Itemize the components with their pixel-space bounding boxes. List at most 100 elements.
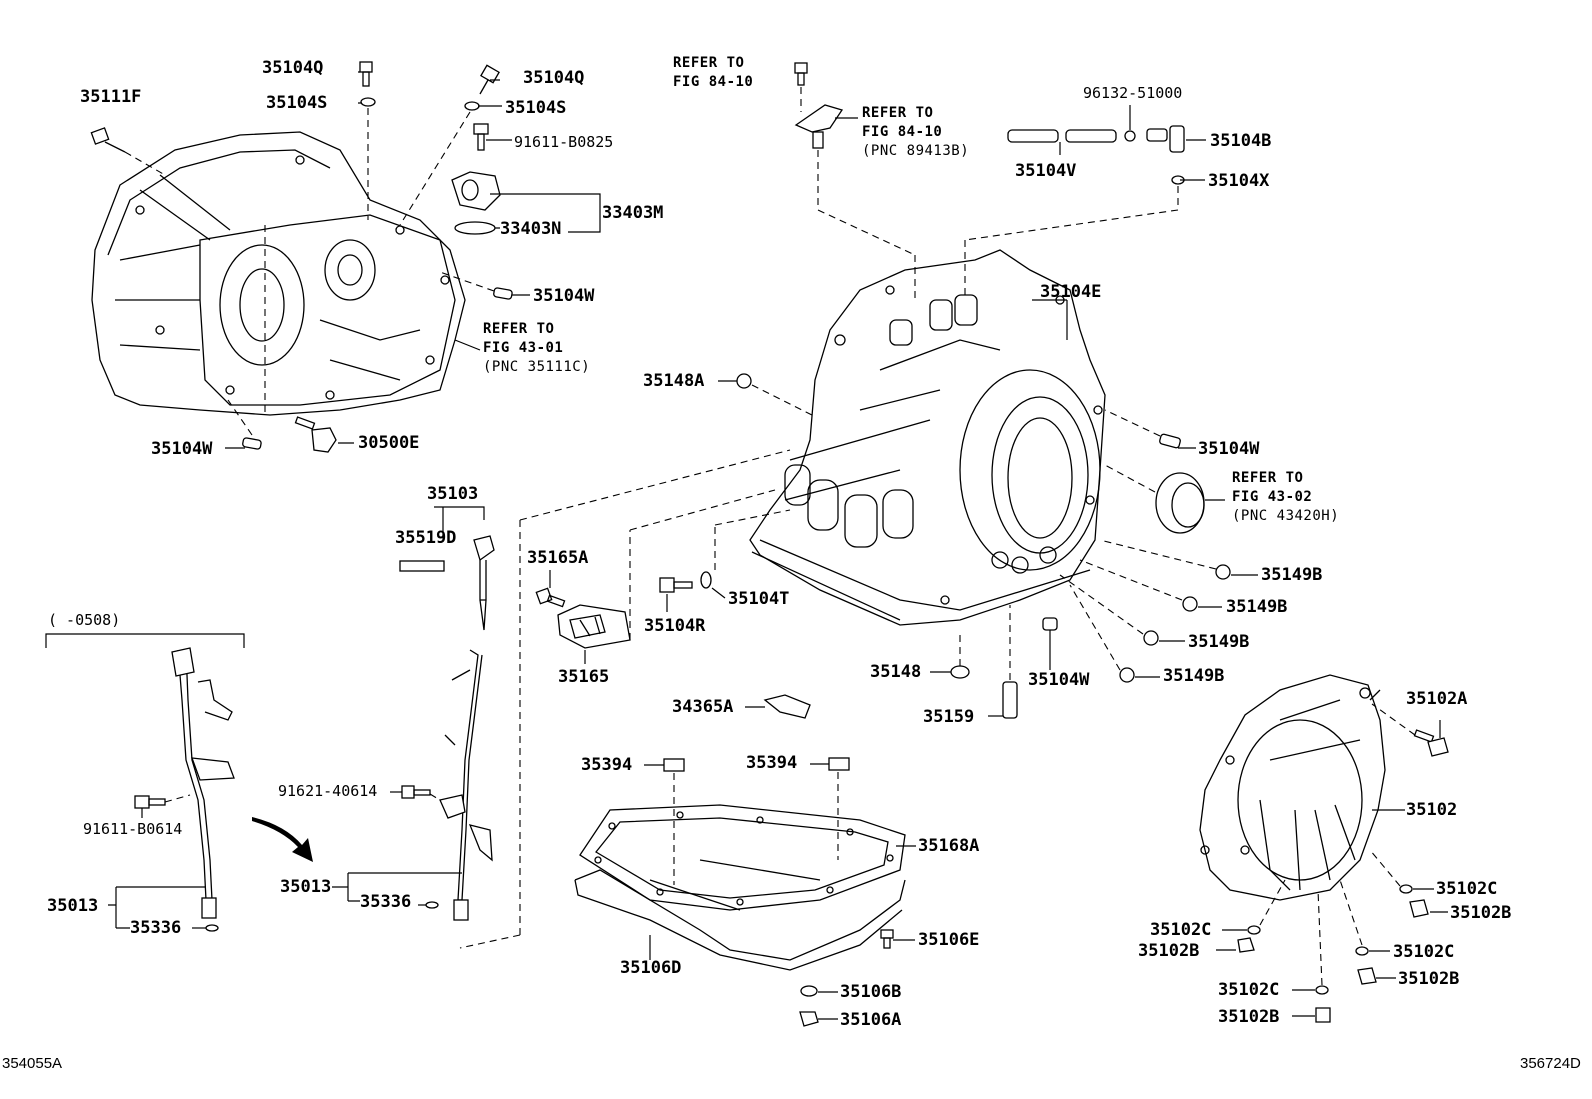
label-35104S-b: 35104S [505, 98, 567, 118]
pin-35104W-b [242, 437, 262, 450]
oring-35336-a [205, 924, 219, 932]
refer-line-2: FIG 43-01 [483, 339, 564, 356]
refer-note-fig-43-01: REFER TO FIG 43-01 (PNC 35111C) [483, 320, 590, 377]
bolt-30500E [294, 416, 337, 453]
label-35149B-a: 35149B [1261, 565, 1323, 585]
filler-tube-35013-a [171, 647, 235, 919]
cover-35102 [1199, 674, 1386, 901]
union-35104B [1146, 125, 1185, 153]
ref-code-right: 356724D [1520, 1055, 1581, 1072]
label-35104W-b: 35104W [151, 439, 213, 459]
oring-33403N [454, 221, 496, 235]
plug-35106E [880, 929, 894, 949]
gasket-35394-a [663, 758, 685, 772]
plugs-35102B [1237, 899, 1429, 1023]
label-35104E: 35104E [1040, 282, 1102, 302]
refer-line-3: (PNC 89413B) [862, 142, 970, 159]
label-35104W-c: 35104W [1198, 439, 1260, 459]
label-35104V: 35104V [1015, 161, 1077, 181]
transaxle-housing [91, 131, 466, 416]
label-35102C-c: 35102C [1393, 942, 1455, 962]
tube-35104V [1007, 129, 1117, 143]
label-91621-40614: 91621-40614 [278, 782, 378, 800]
washer-35104S-b [464, 101, 480, 111]
label-35106D: 35106D [620, 958, 682, 978]
sensor-89413B [794, 104, 844, 149]
refer-line-1: REFER TO [673, 55, 745, 71]
refer-line-2: FIG 84-10 [862, 123, 943, 140]
refer-line-1: REFER TO [483, 321, 555, 337]
clamp-96132-51000 [1124, 130, 1136, 142]
label-35103: 35103 [427, 484, 479, 504]
label-35336-b: 35336 [360, 892, 412, 912]
washer-35148 [950, 665, 970, 679]
pin-35104W-d [1042, 617, 1058, 631]
label-35104Q-a: 35104Q [262, 58, 324, 78]
label-35104W-d: 35104W [1028, 670, 1090, 690]
bolt-35104Q-b [479, 64, 500, 95]
label-plate-35519D [399, 560, 445, 572]
label-35102C-d: 35102C [1218, 980, 1280, 1000]
refer-line-3: (PNC 35111C) [483, 358, 591, 375]
bolt-35165A [535, 587, 566, 608]
pin-35104W-a [493, 287, 513, 300]
plug-35106A [799, 1011, 819, 1027]
label-35102B-d: 35102B [1218, 1007, 1280, 1027]
label-35165A: 35165A [527, 548, 589, 568]
label-91611-B0614: 91611-B0614 [83, 820, 183, 838]
label-96132-51000: 96132-51000 [1083, 84, 1183, 102]
label-35106A: 35106A [840, 1010, 902, 1030]
label-35394-b: 35394 [746, 753, 798, 773]
label-35104R: 35104R [644, 616, 706, 636]
label-35149B-c: 35149B [1188, 632, 1250, 652]
refer-line-2: FIG 84-10 [673, 73, 754, 90]
label-35519D: 35519D [395, 528, 457, 548]
label-30500E: 30500E [358, 433, 420, 453]
label-35104T: 35104T [728, 589, 790, 609]
label-35159: 35159 [923, 707, 975, 727]
plug-35148A [736, 373, 752, 389]
label-33403N: 33403N [500, 219, 562, 239]
bolt-35104Q-a [359, 61, 373, 87]
label-35149B-d: 35149B [1163, 666, 1225, 686]
label-35102C-b: 35102C [1150, 920, 1212, 940]
label-35148: 35148 [870, 662, 922, 682]
refer-line-3: (PNC 43420H) [1232, 507, 1340, 524]
label-35102C-a: 35102C [1436, 879, 1498, 899]
label-35104S-a: 35104S [266, 93, 328, 113]
oring-35104X [1171, 175, 1185, 185]
bolt-91611-B0825 [473, 123, 489, 151]
ref-code-left: 354055A [2, 1055, 63, 1072]
label-33403M: 33403M [602, 203, 664, 223]
bolt-35111F [90, 127, 126, 153]
direction-arrow [252, 817, 313, 862]
label-35102: 35102 [1406, 800, 1458, 820]
pin-35104W-c [1159, 433, 1181, 449]
pipe-35159 [1002, 681, 1018, 719]
bolt-35104R [659, 577, 693, 593]
filler-tube-35013-b [439, 649, 493, 921]
label-35102A: 35102A [1406, 689, 1468, 709]
gasket-35106B [800, 985, 818, 997]
oring-35104T [700, 571, 712, 589]
label-35394-a: 35394 [581, 755, 633, 775]
label-35104W-a: 35104W [533, 286, 595, 306]
refer-line-1: REFER TO [1232, 470, 1304, 486]
washer-35104S-a [360, 97, 376, 107]
refer-note-fig-84-10-a: REFER TO FIG 84-10 [673, 54, 753, 92]
label-35168A: 35168A [918, 836, 980, 856]
transmission-case-35104E [749, 249, 1106, 626]
label-35336-a: 35336 [130, 918, 182, 938]
bolt-35102A [1413, 729, 1449, 757]
speed-sensor-33403M [451, 171, 501, 211]
label-35111F: 35111F [80, 87, 142, 107]
label-35104B: 35104B [1210, 131, 1272, 151]
plugs-35149B [1119, 564, 1231, 683]
label-34365A: 34365A [672, 697, 734, 717]
dipstick-35103 [473, 535, 495, 631]
oring-35336-b [425, 901, 439, 909]
refer-note-fig-43-02: REFER TO FIG 43-02 (PNC 43420H) [1232, 469, 1339, 526]
label-35104X: 35104X [1208, 171, 1270, 191]
